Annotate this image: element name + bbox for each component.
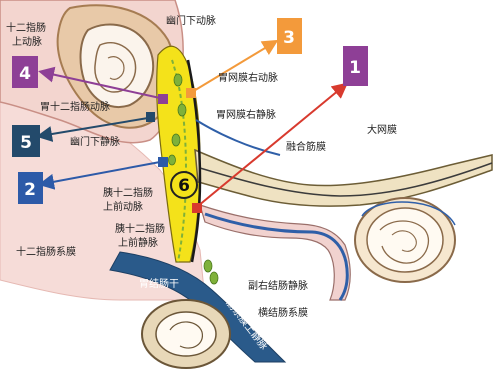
label-duodenal-artery-2: 上动脉	[12, 35, 42, 48]
small-bowel-loop	[142, 300, 230, 368]
badge-4: 4	[12, 56, 38, 88]
badge-1: 1	[343, 46, 368, 86]
badge-5: 5	[12, 125, 40, 157]
label-infrapyloric-vein: 幽门下静脉	[70, 135, 120, 148]
label-pd-artery-2: 上前动脉	[103, 200, 143, 213]
svg-text:1: 1	[349, 58, 361, 78]
svg-text:3: 3	[283, 28, 295, 48]
label-gastroduodenal-artery: 胃十二指肠动脉	[40, 100, 110, 113]
marker-purple-square	[158, 94, 168, 104]
label-pyloric-lower-artery: 幽门下动脉	[166, 14, 216, 27]
svg-text:2: 2	[24, 180, 36, 200]
label-right-gastroepiploic-vein: 胃网膜右静脉	[216, 108, 276, 121]
label-gastrocolic-trunk: 胃结肠干	[139, 277, 179, 290]
label-transverse-mesocolon: 横结肠系膜	[258, 306, 308, 319]
label-greater-omentum: 大网膜	[367, 123, 397, 136]
label-fusion-fascia: 融合筋膜	[286, 140, 326, 153]
marker-navy-square	[146, 112, 155, 122]
arrow-to-badge-3	[192, 42, 275, 92]
label-duodenal-mesentery: 十二指肠系膜	[16, 245, 76, 258]
label-accessory-right-colic-vein: 副右结肠静脉	[248, 279, 308, 292]
label-pd-artery-1: 胰十二指肠	[103, 186, 153, 199]
badge-3: 3	[277, 18, 302, 54]
label-pd-vein-1: 胰十二指肠	[115, 222, 165, 235]
svg-text:4: 4	[19, 64, 31, 84]
svg-text:5: 5	[20, 133, 32, 153]
label-duodenal-artery-1: 十二指肠	[6, 21, 46, 34]
svg-text:6: 6	[178, 176, 190, 196]
badge-2: 2	[18, 172, 43, 204]
badge-6: 6	[171, 172, 197, 198]
transverse-colon	[355, 198, 455, 282]
label-right-gastroepiploic-artery: 胃网膜右动脉	[218, 71, 278, 84]
label-pd-vein-2: 上前静脉	[118, 236, 158, 249]
